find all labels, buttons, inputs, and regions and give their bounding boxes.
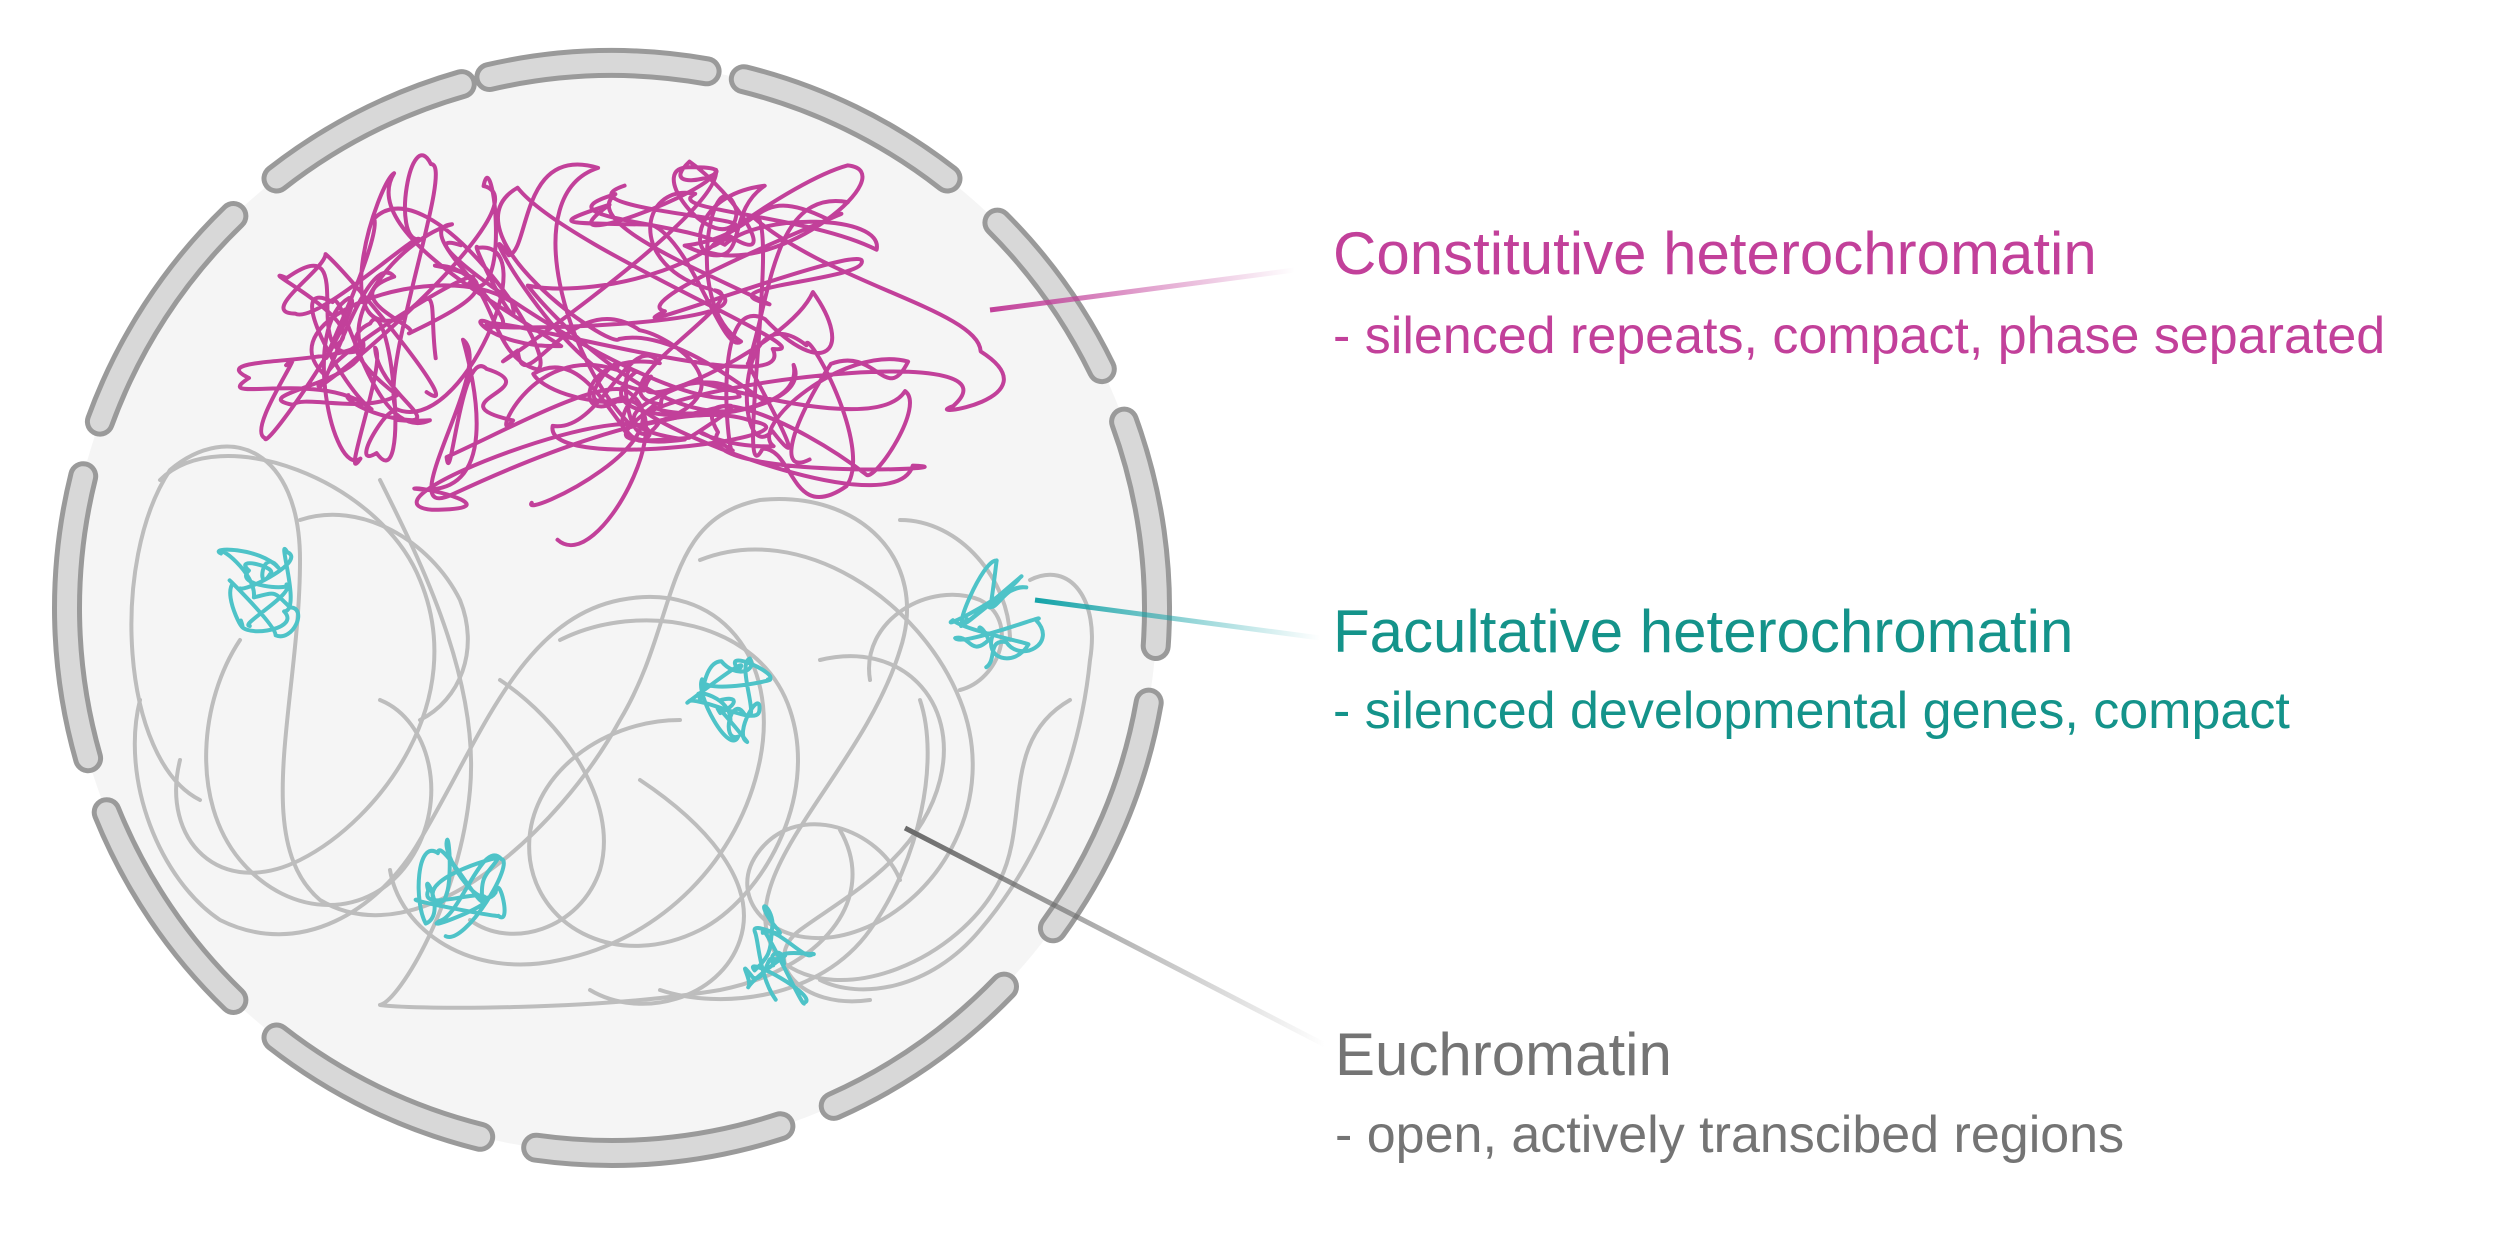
envelope-segment-fill: [1042, 692, 1159, 939]
facultative-heterochromatin: [216, 547, 1045, 1006]
envelope-segment-fill: [266, 74, 472, 189]
facultative-title: Facultative heterochromatin: [1333, 598, 2073, 665]
envelope-segment-fill: [987, 212, 1112, 380]
constitutive-fiber: [620, 198, 1006, 500]
constitutive-fiber: [589, 159, 879, 320]
envelope-segment-fill: [89, 206, 244, 432]
envelope-segment-fill: [1114, 411, 1168, 656]
constitutive-fiber: [277, 153, 564, 414]
facultative-knot: [685, 656, 773, 744]
constitutive-title: Constitutive heterochromatin: [1333, 220, 2097, 287]
constitutive-desc: - silenced repeats, compact, phase separ…: [1333, 307, 2385, 365]
euchromatin-desc: - open, actively transcibed regions: [1335, 1106, 2124, 1164]
euchromatin-fibers: [129, 444, 1094, 1010]
envelope-segment-fill: [526, 1116, 791, 1163]
constitutive-fiber: [237, 295, 432, 466]
facultative-knot: [216, 547, 301, 639]
nuclear-envelope: [52, 48, 1173, 1168]
envelope-segment-fill: [823, 976, 1014, 1116]
envelope-segment-fill: [266, 1027, 491, 1147]
euchromatin-title: Euchromatin: [1335, 1021, 1672, 1088]
envelope-segment-fill: [733, 69, 958, 189]
facultative-knot: [948, 558, 1045, 670]
constitutive-fiber: [412, 337, 768, 548]
constitutive-leader-line: [989, 267, 1296, 313]
facultative-knot: [743, 904, 816, 1006]
envelope-segment-fill: [96, 802, 244, 1010]
facultative-desc: - silenced developmental genes, compact: [1333, 682, 2290, 740]
envelope-segment-fill: [57, 466, 99, 769]
facultative-knot: [413, 838, 507, 939]
euchromatin-leader-line: [903, 825, 1327, 1048]
envelope-segment-fill: [479, 53, 717, 87]
facultative-leader-line: [1034, 597, 1321, 641]
constitutive-heterochromatin: [237, 153, 1006, 548]
